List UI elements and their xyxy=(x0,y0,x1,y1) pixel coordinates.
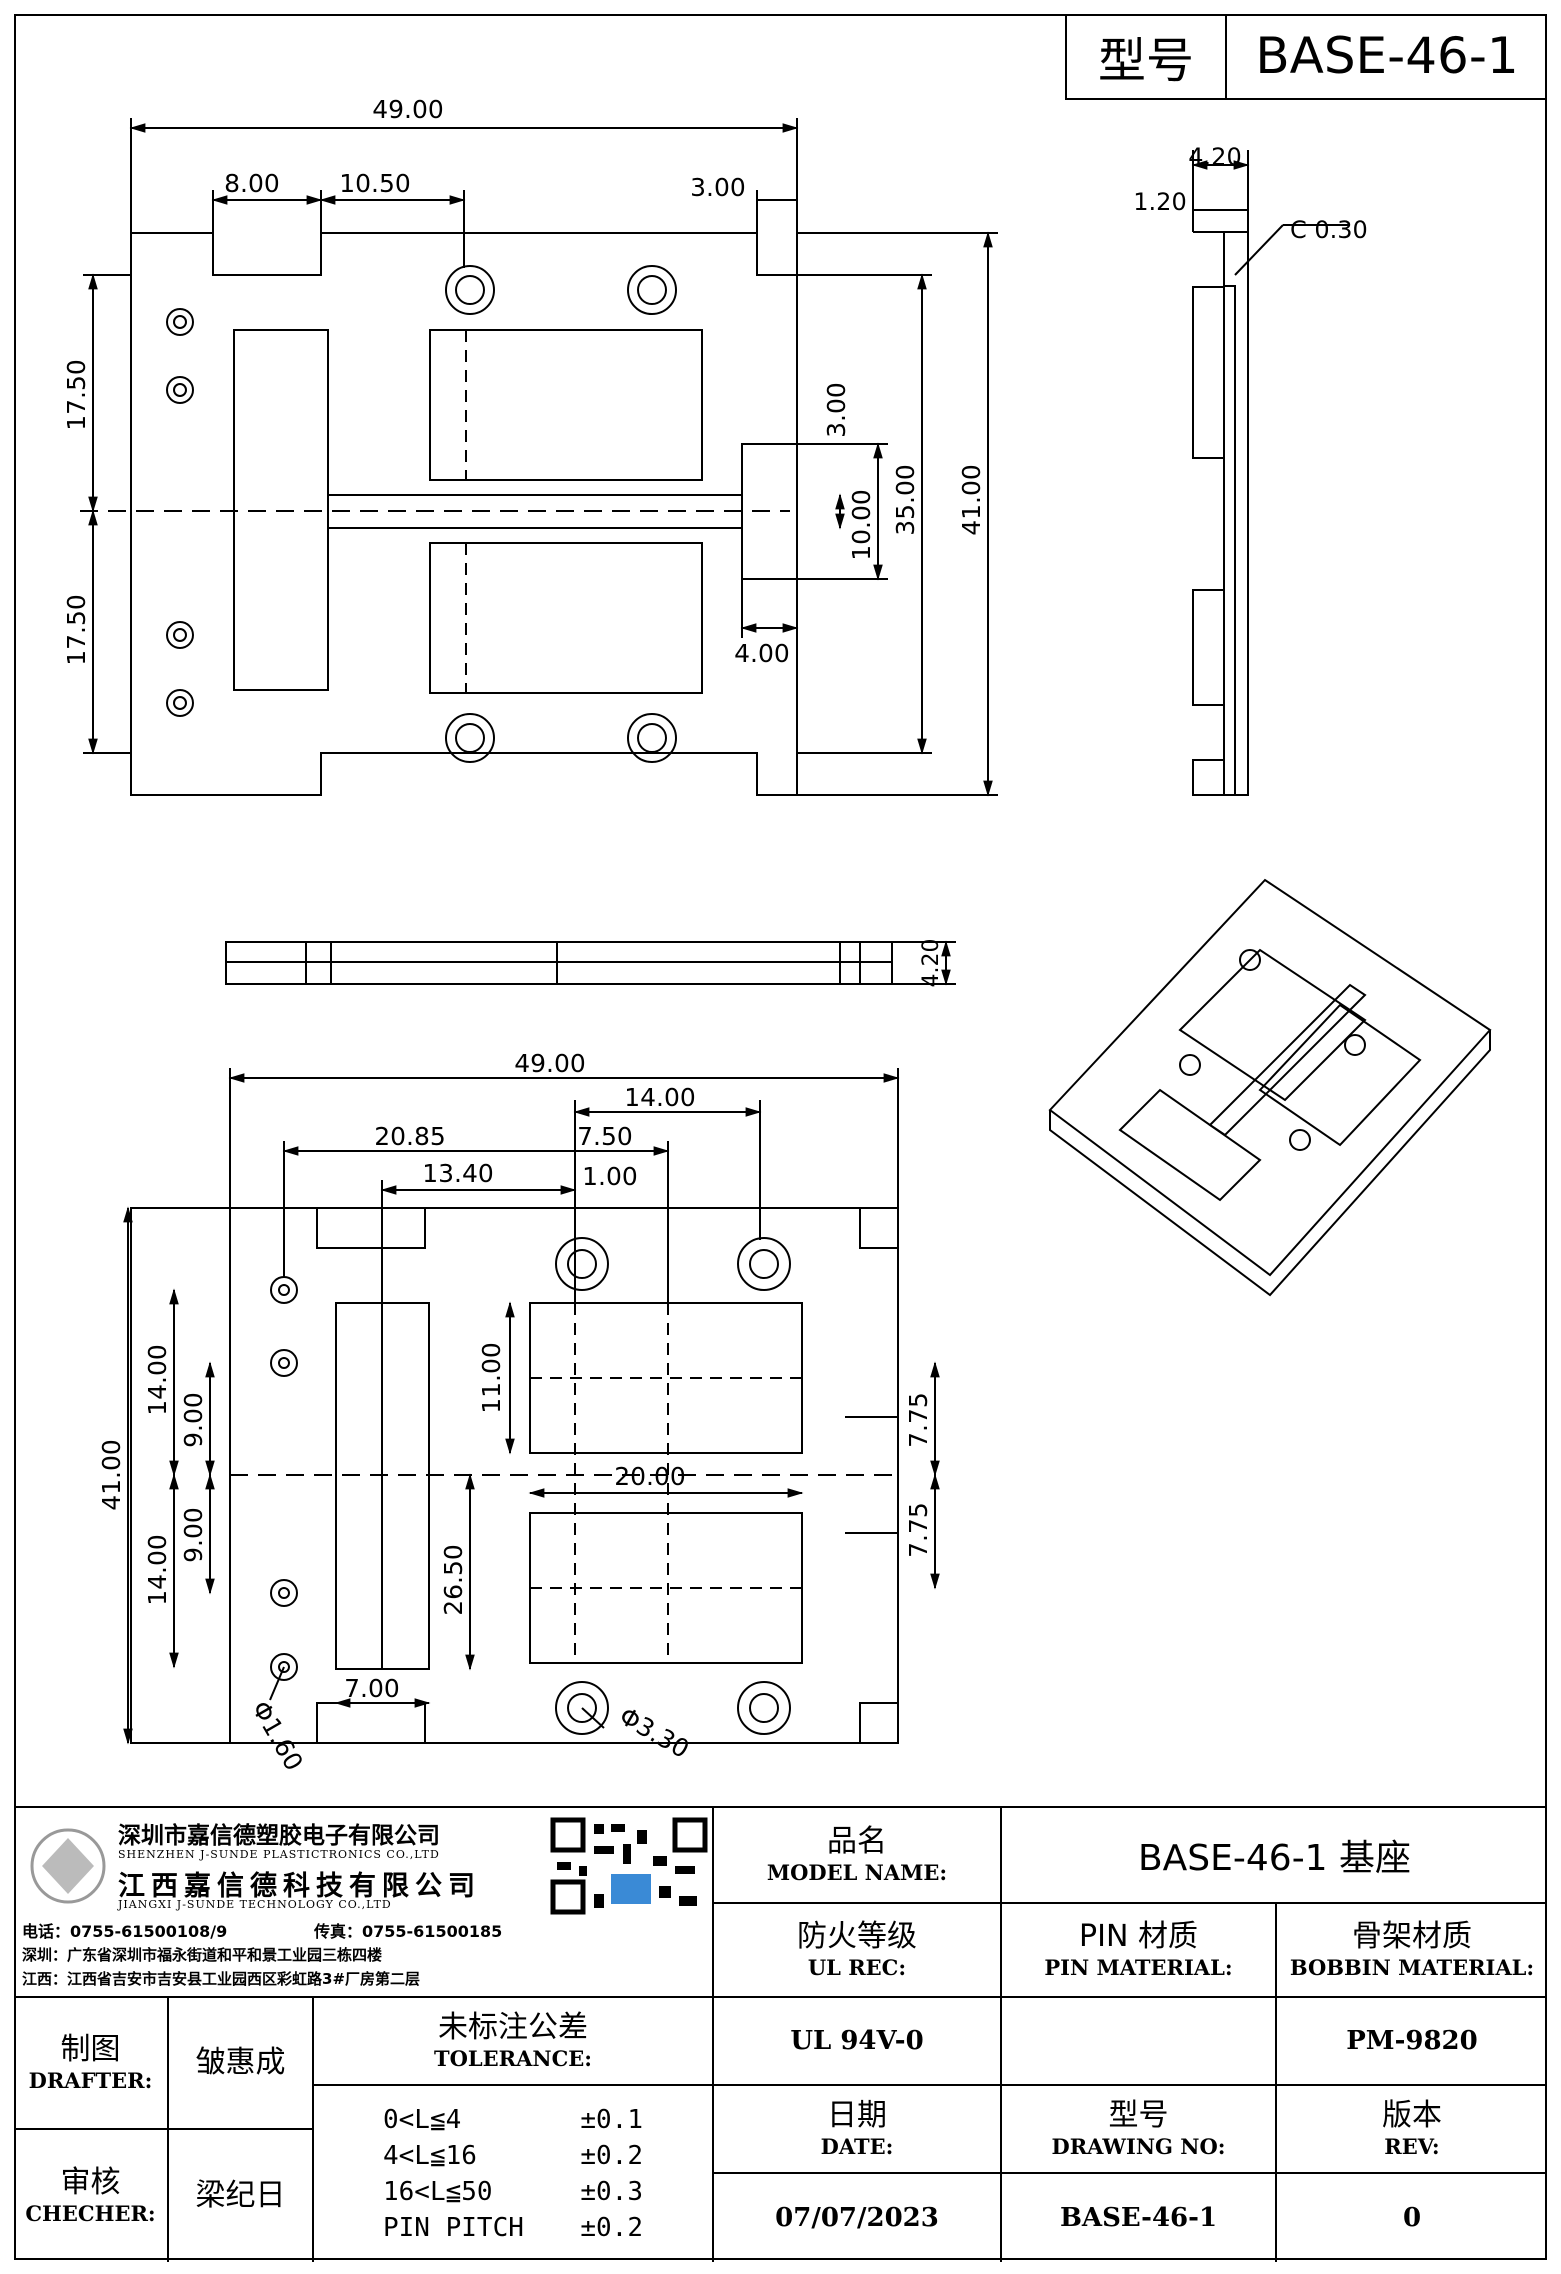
hole-circles-top xyxy=(166,265,677,763)
dim-10-5: 10.50 xyxy=(339,169,411,198)
tolerance-row: PIN PITCH±0.2 xyxy=(383,2213,643,2243)
ul-value: UL 94V-0 xyxy=(714,1998,1002,2086)
pin-value xyxy=(1002,1998,1277,2086)
bot-dim-7-5: 7.50 xyxy=(577,1122,633,1151)
bot-dim-14-left2: 14.00 xyxy=(143,1534,172,1606)
company-info: 深圳市嘉信德塑胶电子有限公司 SHENZHEN J-SUNDE PLASTICT… xyxy=(14,1808,714,1998)
bot-dim-14: 14.00 xyxy=(624,1083,696,1112)
bot-dim-13-4: 13.40 xyxy=(422,1159,494,1188)
drawing-no-value: BASE-46-1 xyxy=(1002,2174,1277,2262)
bot-dim-phi16: Φ1.60 xyxy=(246,1696,309,1776)
model-label: 型号 xyxy=(1067,14,1227,98)
bot-dim-20-85: 20.85 xyxy=(374,1122,446,1151)
technical-drawing: 49.00 8.00 10.50 3.00 17.50 17.50 3.00 1… xyxy=(62,95,1492,1776)
dim-3: 3.00 xyxy=(690,173,746,202)
bot-dim-1: 1.00 xyxy=(582,1162,638,1191)
title-box: 型号 BASE-46-1 xyxy=(1065,14,1547,100)
dim-17-5-top: 17.50 xyxy=(62,359,91,431)
dim-3-right: 3.00 xyxy=(822,382,851,438)
bot-dim-phi33: Φ3.30 xyxy=(614,1701,694,1764)
drawing-frame xyxy=(14,14,1547,2260)
bot-dim-41: 41.00 xyxy=(97,1439,126,1511)
bot-dim-7: 7.00 xyxy=(344,1674,400,1703)
side-view xyxy=(1191,150,1350,796)
front-dim-4-2: 4.20 xyxy=(919,939,944,988)
tolerance-row: 16<L≦50±0.3 xyxy=(383,2177,643,2207)
side-dim-c03: C 0.30 xyxy=(1290,216,1368,244)
company-name-cn-2: 江西嘉信德科技有限公司 xyxy=(118,1871,481,1902)
company-name-cn-1: 深圳市嘉信德塑胶电子有限公司 xyxy=(118,1823,440,1849)
bot-dim-7-75-top: 7.75 xyxy=(904,1392,933,1448)
bottom-view xyxy=(123,1068,940,1745)
hole-circles-bottom xyxy=(270,1237,791,1735)
bot-dim-7-75-bot: 7.75 xyxy=(904,1502,933,1558)
model-name-value: BASE-46-1 基座 xyxy=(1002,1808,1547,1904)
company-fax: 传真：0755-61500185 xyxy=(314,1922,503,1941)
dim-35: 35.00 xyxy=(891,464,920,536)
bobbin-value: PM-9820 xyxy=(1277,1998,1547,2086)
bot-dim-9-left2: 9.00 xyxy=(179,1507,208,1563)
dim-10: 10.00 xyxy=(847,489,876,561)
company-tel: 电话：0755-61500108/9 xyxy=(22,1922,228,1941)
bot-dim-9-left: 9.00 xyxy=(179,1392,208,1448)
bot-dim-20: 20.00 xyxy=(614,1462,686,1491)
dim-17-5-bot: 17.50 xyxy=(62,594,91,666)
title-block: 深圳市嘉信德塑胶电子有限公司 SHENZHEN J-SUNDE PLASTICT… xyxy=(14,1806,1547,2262)
side-dim-4-2: 4.20 xyxy=(1188,143,1241,171)
bot-dim-11: 11.00 xyxy=(477,1342,506,1414)
tolerance-table: 0<L≦4±0.1 4<L≦16±0.2 16<L≦50±0.3 PIN PIT… xyxy=(314,2086,714,2262)
company-addr-sz: 深圳：广东省深圳市福永街道和平和景工业园三栋四楼 xyxy=(22,1946,383,1964)
dim-width: 49.00 xyxy=(372,95,444,124)
company-logo xyxy=(28,1826,108,1906)
front-view xyxy=(225,940,956,986)
dim-41: 41.00 xyxy=(957,464,986,536)
isometric-view xyxy=(1048,878,1492,1297)
model-value: BASE-46-1 xyxy=(1255,27,1519,85)
dim-8: 8.00 xyxy=(224,169,280,198)
date-value: 07/07/2023 xyxy=(714,2174,1002,2262)
bot-dim-26-5: 26.50 xyxy=(439,1544,468,1616)
drafter-value: 皱惠成 xyxy=(169,1998,314,2130)
tolerance-row: 0<L≦4±0.1 xyxy=(383,2105,643,2135)
checker-value: 梁纪日 xyxy=(169,2130,314,2262)
company-name-en-1: SHENZHEN J-SUNDE PLASTICTRONICS CO.,LTD xyxy=(118,1848,440,1861)
bot-dim-49: 49.00 xyxy=(514,1049,586,1078)
company-name-en-2: JIANGXI J-SUNDE TECHNOLOGY CO.,LTD xyxy=(118,1898,392,1911)
company-addr-jx: 江西：江西省吉安市吉安县工业园西区彩虹路3#厂房第二层 xyxy=(22,1970,421,1988)
tolerance-row: 4<L≦16±0.2 xyxy=(383,2141,643,2171)
rev-value: 0 xyxy=(1402,2203,1422,2233)
side-dim-1-2: 1.20 xyxy=(1133,188,1186,216)
dim-4: 4.00 xyxy=(734,639,790,668)
top-view xyxy=(80,118,998,797)
bot-dim-14-left: 14.00 xyxy=(143,1344,172,1416)
qr-code xyxy=(549,1816,709,1916)
